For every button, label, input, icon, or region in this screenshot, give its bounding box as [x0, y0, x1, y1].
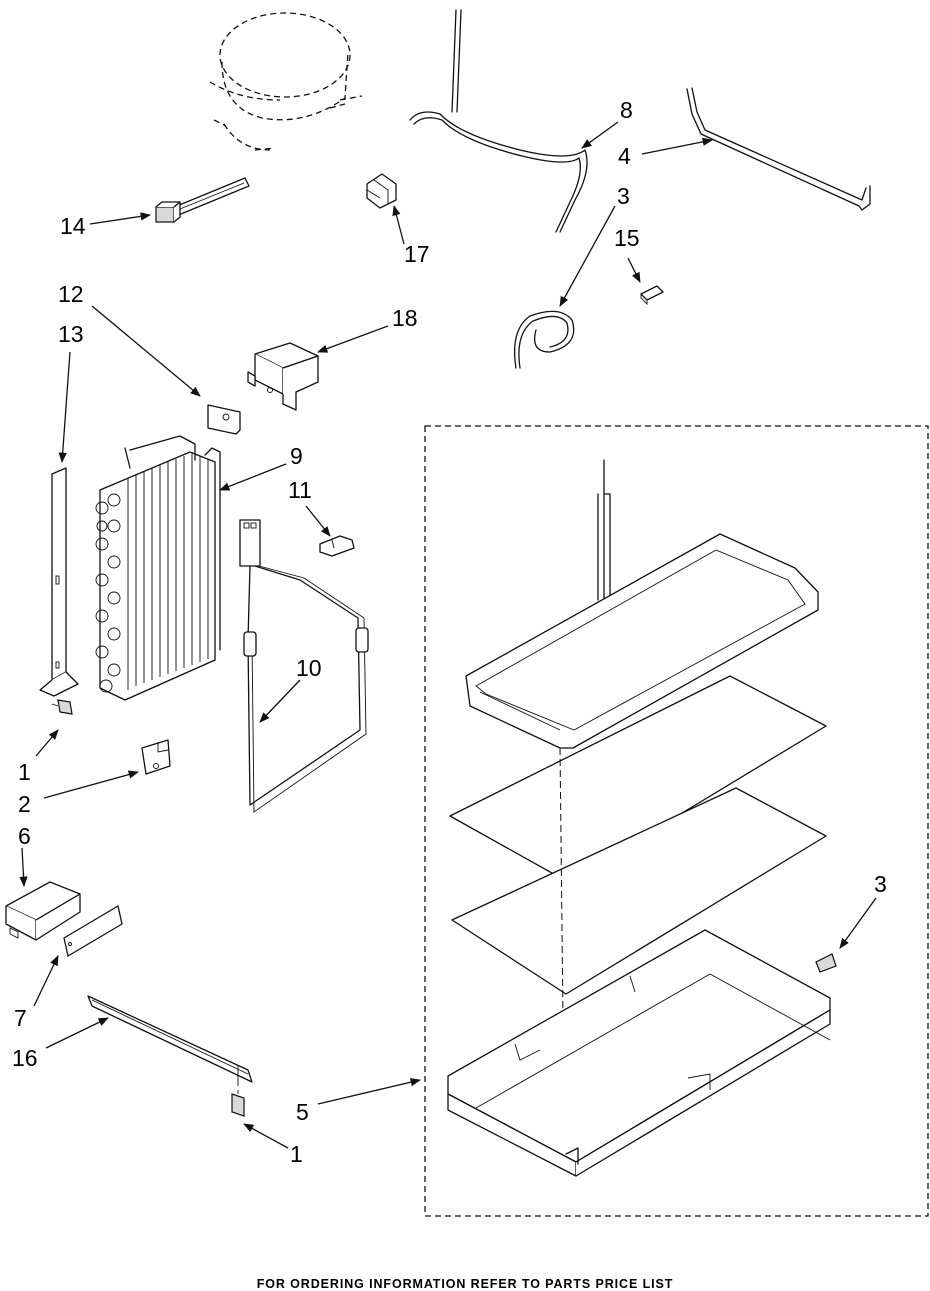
callout-6: 6 [18, 823, 31, 849]
callout-14: 14 [60, 213, 86, 239]
side-bracket-part [40, 468, 78, 696]
callout-12: 12 [58, 281, 84, 307]
lower-screw-part [232, 1090, 244, 1116]
clip-part [367, 174, 396, 208]
callout-2: 2 [18, 791, 31, 817]
mounting-bracket-part [142, 740, 170, 774]
bracket-box-part [248, 343, 318, 410]
cable-tie-part [156, 178, 249, 222]
callout-8: 8 [620, 97, 633, 123]
screw-part [52, 700, 72, 714]
callout-13: 13 [58, 321, 84, 347]
callout-4: 4 [618, 143, 631, 169]
callout-17: 17 [404, 241, 430, 267]
plate-part [208, 405, 240, 434]
callout-9: 9 [290, 443, 303, 469]
tube-part [687, 88, 870, 210]
box-bracket-part [6, 882, 80, 940]
callout-7: 7 [14, 1005, 27, 1031]
ordering-info-footer: FOR ORDERING INFORMATION REFER TO PARTS … [0, 1277, 930, 1291]
callout-10: 10 [296, 655, 322, 681]
callout-3-upper: 3 [617, 183, 630, 209]
small-bracket-part [320, 536, 354, 556]
coiled-tube-part [515, 311, 574, 368]
callout-5: 5 [296, 1099, 309, 1125]
callout-16: 16 [12, 1045, 38, 1071]
drawer-assembly [448, 460, 836, 1176]
callout-11: 11 [288, 477, 312, 503]
compressor-outline [210, 13, 362, 150]
callout-1-lower: 1 [290, 1141, 303, 1167]
drain-tube-part [410, 10, 587, 232]
rail-part [88, 996, 252, 1086]
small-clip-part [641, 286, 663, 304]
callout-3-lower: 3 [874, 871, 887, 897]
evaporator-part [96, 436, 220, 700]
callout-1-upper: 1 [18, 759, 31, 785]
callout-15: 15 [614, 225, 640, 251]
callout-18: 18 [392, 305, 418, 331]
